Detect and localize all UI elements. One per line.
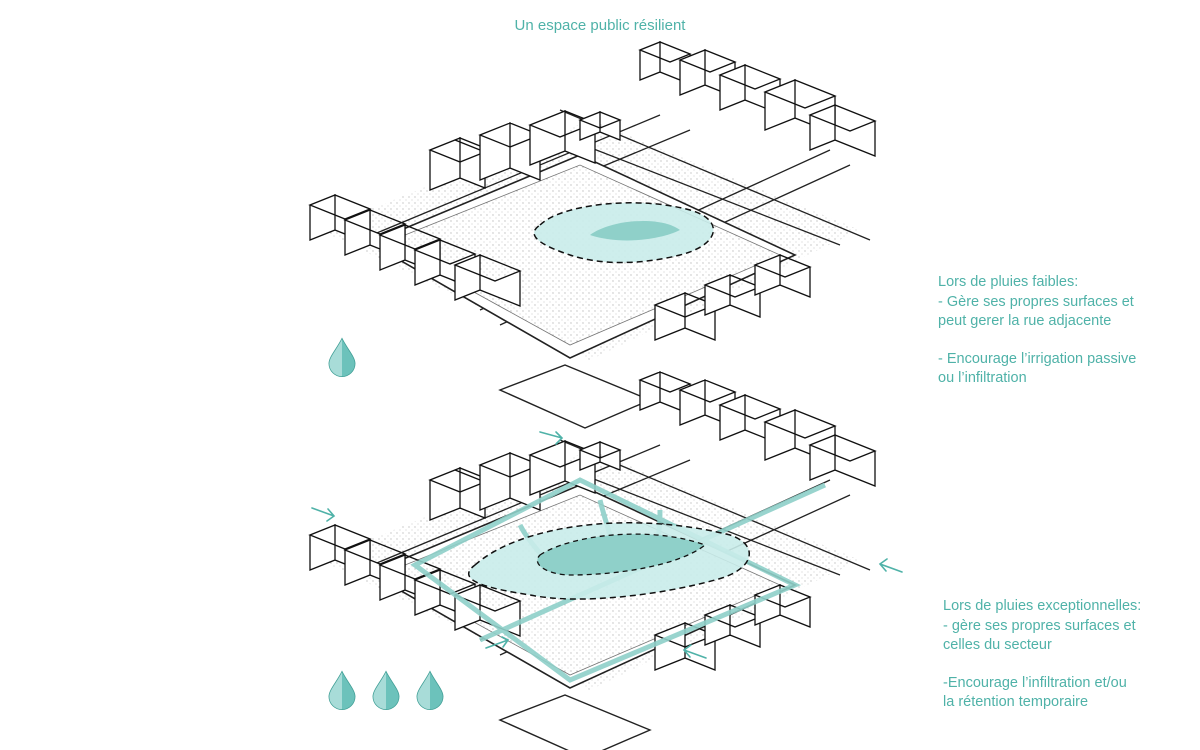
rain-drop-icon [328,337,356,377]
note-line: - gère ses propres surfaces et [943,617,1136,634]
flow-arrows [311,431,903,659]
arrow-icon [485,636,510,649]
note-line: - Gère ses propres surfaces et [938,293,1134,310]
note-line: - Encourage l’irrigation passive [938,350,1137,367]
note-pluies-faibles: Lors de pluies faibles: - Gère ses propr… [938,273,1136,389]
diagram-faibles [309,41,876,429]
rain-drop-icon [372,670,400,710]
note-line: celles du secteur [943,637,1052,653]
note-heading: Lors de pluies faibles: [938,274,1079,290]
arrow-icon [682,644,707,659]
note-line: -Encourage l’infiltration et/ou [943,674,1127,691]
page-title: Un espace public résilient [514,17,686,34]
note-heading: Lors de pluies exceptionnelles: [943,598,1142,614]
note-line: ou l’infiltration [938,370,1027,386]
arrow-icon [311,507,336,522]
water-area [468,522,750,600]
rain-drops-2 [328,670,444,710]
rain-drops-1 [328,337,356,377]
arrow-icon [539,431,564,445]
rain-drop-icon [416,670,444,710]
note-pluies-exceptionnelles: Lors de pluies exceptionnelles: - gère s… [943,597,1141,713]
note-line: peut gerer la rue adjacente [938,313,1112,329]
note-line: la rétention temporaire [943,694,1089,710]
rain-drop-icon [328,670,356,710]
diagram-exceptionnelles [309,371,876,750]
arrow-icon [878,558,903,573]
water-area [533,202,715,264]
